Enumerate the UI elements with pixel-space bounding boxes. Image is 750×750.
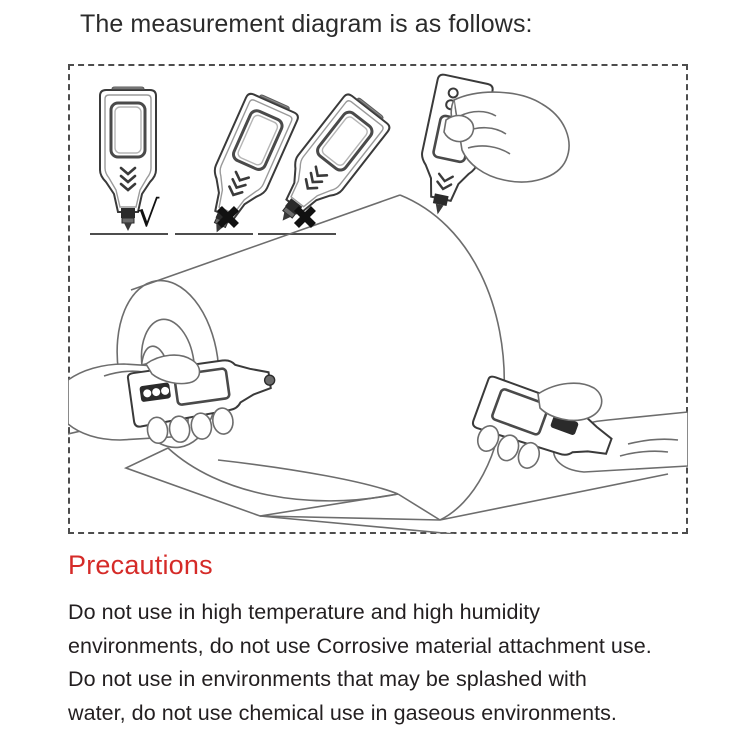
- cross-icon-2: ✖: [291, 198, 319, 237]
- precaution-line: Do not use in high temperature and high …: [68, 600, 541, 624]
- diagram-frame: [68, 64, 688, 534]
- hand-holding-tester-right: [471, 375, 688, 473]
- precautions-body: Do not use in high temperature and high …: [68, 596, 728, 730]
- precaution-line: Do not use in environments that may be s…: [68, 667, 587, 691]
- page-title: The measurement diagram is as follows:: [80, 10, 533, 38]
- precaution-line: environments, do not use Corrosive mater…: [68, 633, 652, 658]
- tester-example-correct: [90, 85, 168, 235]
- hand-holding-tester-top: [421, 73, 570, 215]
- precautions-heading: Precautions: [68, 550, 213, 580]
- cross-icon-1: ✖: [214, 198, 242, 237]
- measurement-diagram-illustration: [68, 73, 688, 534]
- hand-holding-tester-left: [68, 354, 276, 445]
- checkmark-icon: √: [136, 194, 160, 235]
- precaution-line: water, do not use chemical use in gaseou…: [68, 700, 617, 725]
- web-sheet: [123, 447, 669, 534]
